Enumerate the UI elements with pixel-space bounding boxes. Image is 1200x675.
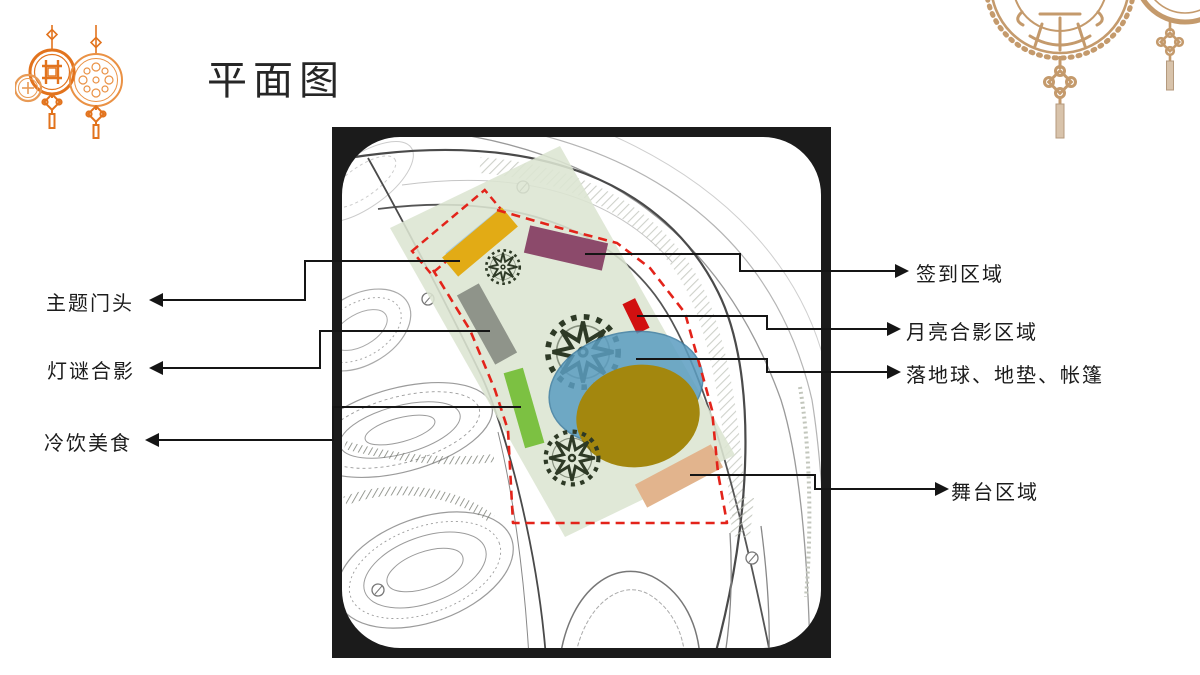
arrow-right-icon — [895, 264, 909, 278]
lantern-ornament-top-left — [15, 25, 123, 139]
zone-lantern-riddle — [456, 283, 518, 365]
arrow-right-icon — [935, 482, 949, 496]
ring-medallion-right — [1140, 0, 1200, 25]
lantern-strings — [45, 25, 103, 54]
chinese-knot-small — [1155, 20, 1185, 61]
map-content — [342, 137, 821, 648]
site-plan-svg — [332, 127, 831, 658]
zone-stage — [634, 444, 724, 508]
knots-and-tassels — [41, 92, 107, 139]
arrow-right-icon — [887, 322, 901, 336]
tassel-small — [1166, 60, 1174, 91]
label-moon-photo: 月亮合影区域 — [906, 322, 1038, 344]
page-title: 平面图 — [207, 58, 345, 103]
contour-blobs — [342, 141, 701, 648]
label-cold-drinks: 冷饮美食 — [44, 433, 132, 455]
site-plan-map — [332, 127, 831, 658]
label-lantern-riddle: 灯谜合影 — [47, 361, 135, 383]
zone-cold-drinks — [503, 367, 545, 449]
medallion-large — [28, 48, 76, 96]
mooncake-medallion — [985, 0, 1135, 61]
medallion-floral — [69, 53, 123, 107]
tassel-large — [1055, 103, 1065, 139]
zone-theme-gate — [442, 207, 518, 277]
arrow-left-icon — [149, 293, 163, 307]
label-stage: 舞台区域 — [951, 482, 1039, 504]
arrow-left-icon — [149, 361, 163, 375]
label-sign-in: 签到区域 — [916, 264, 1004, 286]
arrow-right-icon — [887, 365, 901, 379]
arrow-left-icon — [145, 433, 159, 447]
chinese-knot-large — [1043, 56, 1077, 104]
label-theme-gate: 主题门头 — [46, 293, 134, 315]
mooncake-ornament-top-right — [985, 0, 1200, 139]
medallion-small — [15, 73, 43, 103]
label-globe-mat-tent: 落地球、地垫、帐篷 — [906, 365, 1104, 387]
gold-circle-area — [576, 364, 700, 468]
